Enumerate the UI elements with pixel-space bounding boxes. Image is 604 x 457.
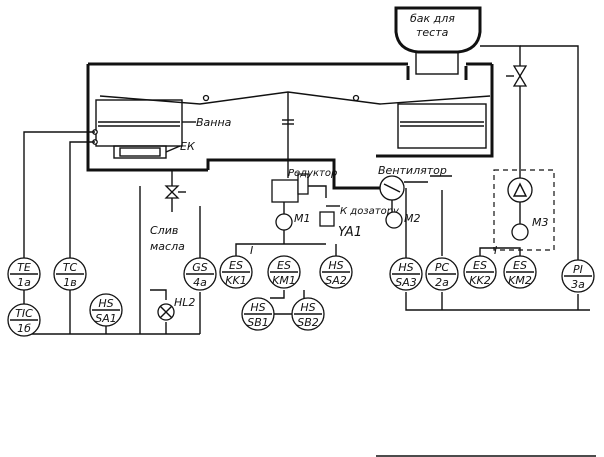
instrument-eskk2-tag: ES	[473, 259, 487, 272]
instrument-pc2a: PC 2a	[425, 257, 459, 291]
left-bath: Ванна	[95, 99, 232, 147]
k-dozatoru-label: К дозатору	[340, 206, 400, 217]
instrument-hssb1: HS SB1	[241, 297, 275, 331]
ventilyator-label: Вентилятор	[378, 164, 447, 177]
instrument-eskk1: ES KK1	[219, 255, 253, 289]
i-label-right: I	[494, 244, 497, 257]
instrument-pi3a-number: 3a	[571, 278, 585, 291]
fan-m2: Вентилятор M2	[326, 158, 452, 229]
reduktor-label: Редуктор	[288, 168, 337, 179]
instrument-eskm1-tag: ES	[277, 259, 291, 272]
instrument-eskm2-number: KM2	[508, 274, 532, 287]
instrument-hssb2-number: SB2	[297, 316, 319, 329]
m3-label: M3	[532, 216, 549, 229]
instrument-hssa1-tag: HS	[98, 297, 113, 310]
ek-label: ЕК	[180, 140, 196, 153]
tank-label-line2: теста	[416, 26, 449, 39]
instrument-pc2a-number: 2a	[435, 276, 449, 289]
instrument-hssa3-tag: HS	[398, 261, 413, 274]
m2-label: M2	[404, 212, 421, 225]
instrument-hssb1-number: SB1	[247, 316, 269, 329]
indicator-lamp-hl2: HL2	[157, 296, 195, 321]
hl2-label: HL2	[174, 296, 195, 309]
instrument-tc1v-tag: TC	[63, 261, 78, 274]
instrument-pi3a-tag: PI	[573, 263, 583, 276]
right-bath	[397, 103, 487, 149]
oil-drain: Слив масла	[150, 170, 186, 253]
instrument-hssa2-tag: HS	[328, 259, 343, 272]
ya1-label: YA1	[338, 225, 362, 240]
heater-ek: ЕК	[92, 129, 196, 159]
instrument-hssb1-tag: HS	[250, 301, 265, 314]
instrument-te1a: TE 1a	[7, 257, 41, 291]
machine-housing	[86, 62, 494, 172]
instrument-tic1b-tag: TIC	[15, 307, 33, 320]
instrument-gs4a-number: 4a	[193, 276, 207, 289]
instrument-hssa2: HS SA2	[319, 255, 353, 289]
m1-label: M1	[294, 212, 311, 225]
instrument-eskk1-number: KK1	[225, 274, 246, 287]
instrument-tic1b: TIC 1б	[7, 303, 41, 337]
instrument-eskk1-tag: ES	[229, 259, 243, 272]
signal-lines	[23, 131, 596, 457]
instrument-hssa3: HS SA3	[389, 257, 423, 291]
instrument-pc2a-tag: PC	[435, 261, 450, 274]
drain-label-line1: Слив	[150, 224, 178, 237]
instrument-eskk2: ES KK2	[463, 255, 497, 289]
instrument-hssb2-tag: HS	[300, 301, 315, 314]
instrument-eskm1: ES KM1	[267, 255, 301, 289]
instrument-tc1v-number: 1в	[63, 276, 76, 289]
i-label-left: I	[250, 244, 253, 257]
instrument-pi3a: PI 3a	[561, 259, 595, 293]
solenoid-ya1: К дозатору YA1	[308, 185, 400, 240]
instrument-hssa2-number: SA2	[325, 274, 347, 287]
tank-label-line1: бак для	[410, 12, 455, 25]
instrument-gs4a: GS 4a	[183, 257, 217, 291]
pump-m3: M3	[480, 45, 579, 264]
reducer-m1: Редуктор M1	[271, 168, 337, 231]
instrument-eskm1-number: KM1	[272, 274, 296, 287]
instrument-hssa1-number: SA1	[95, 312, 117, 325]
instrument-eskm2: ES KM2	[503, 255, 537, 289]
instrument-tic1b-number: 1б	[17, 322, 31, 335]
instrument-tc1v: TC 1в	[53, 257, 87, 291]
instrument-te1a-number: 1a	[17, 276, 31, 289]
instrument-hssa3-number: SA3	[395, 276, 417, 289]
vanna-label: Ванна	[196, 116, 232, 129]
instrument-eskm2-tag: ES	[513, 259, 527, 272]
mixer-mechanism	[99, 91, 491, 178]
dough-tank: бак для теста	[394, 6, 482, 80]
instrument-hssb2: HS SB2	[291, 297, 325, 331]
instrument-gs4a-tag: GS	[192, 261, 208, 274]
instrument-te1a-tag: TE	[17, 261, 31, 274]
instrument-eskk2-number: KK2	[469, 274, 490, 287]
instrument-bubbles: TE1aTC1вTIC1бHSSA1GS4aESKK1ESKM1HSSA2HSS…	[7, 255, 595, 337]
instrument-hssa1: HS SA1	[89, 293, 123, 327]
drain-label-line2: масла	[150, 240, 185, 253]
